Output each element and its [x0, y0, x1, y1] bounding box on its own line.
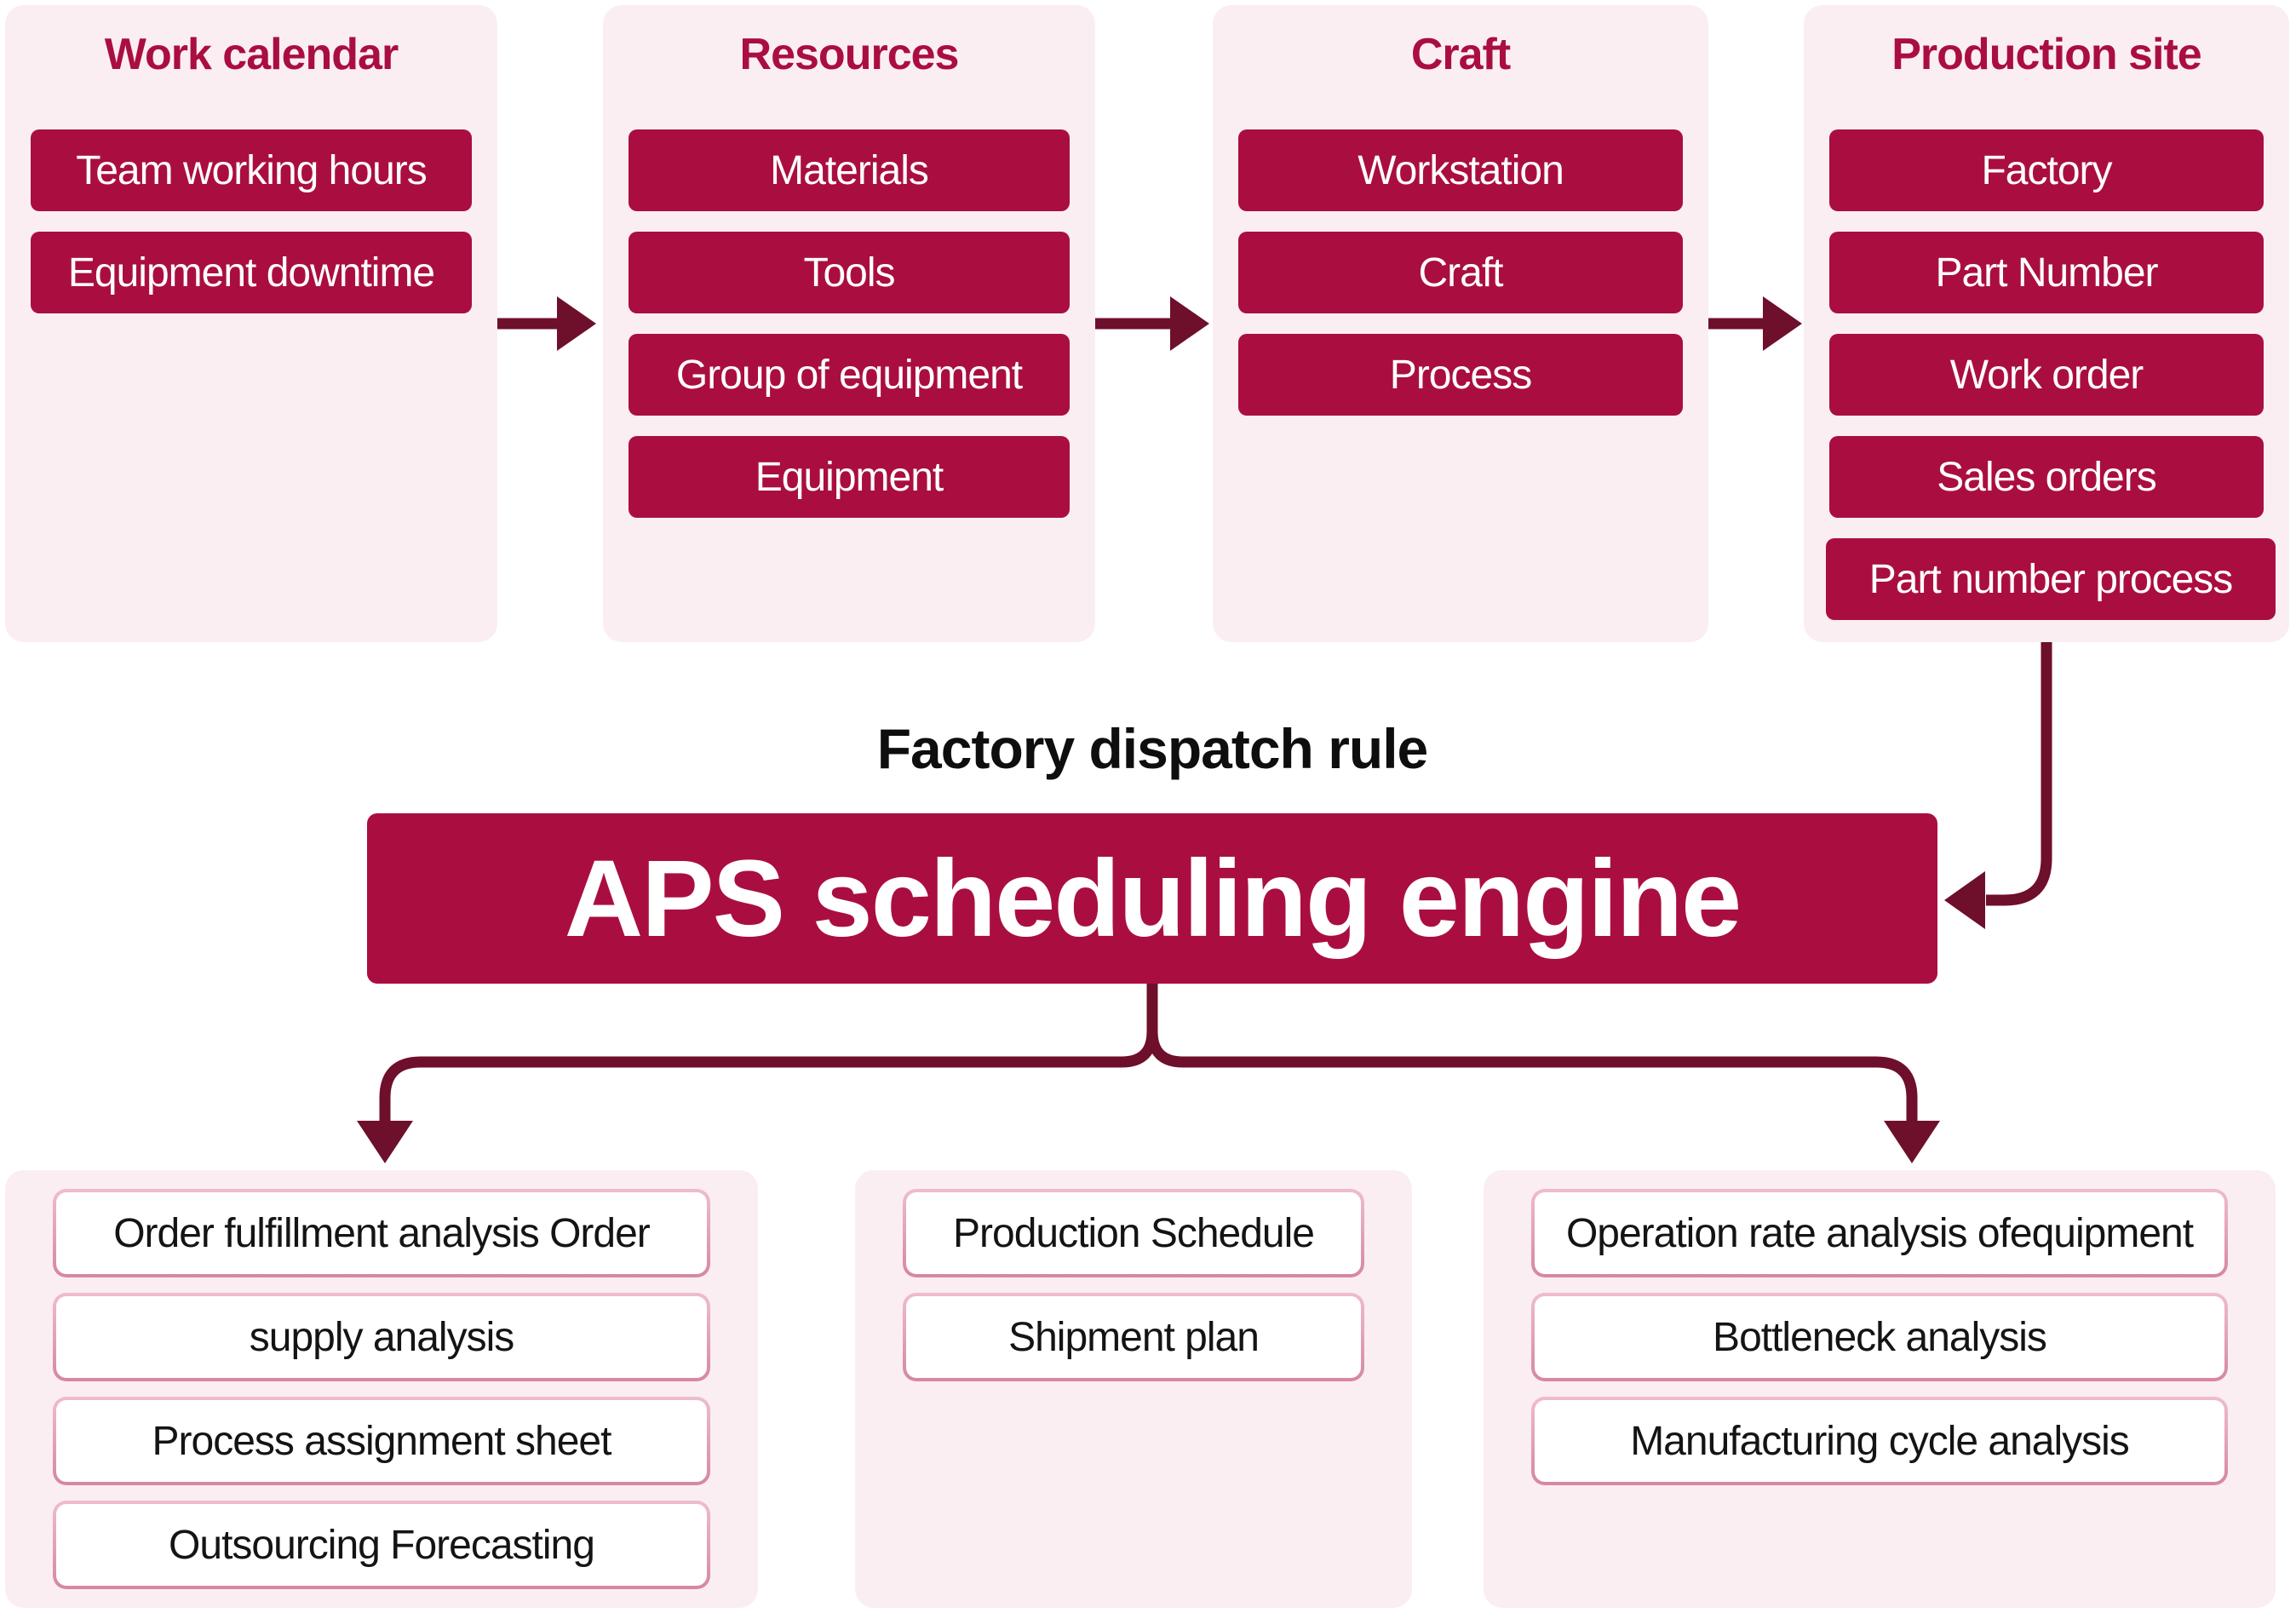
output-process-assignment-sheet: Process assignment sheet: [53, 1397, 710, 1485]
factory-dispatch-rule-label: Factory dispatch rule: [876, 717, 1429, 780]
output-label: Order fulfillment analysis Order: [56, 1192, 707, 1274]
panel-title-resources: Resources: [739, 30, 960, 79]
panel-production-site: Production site Factory Part Number Work…: [1804, 5, 2289, 642]
panel-craft: Craft Workstation Craft Process: [1213, 5, 1708, 642]
panel-work-calendar: Work calendar Team working hours Equipme…: [5, 5, 497, 642]
output-label: Shipment plan: [906, 1296, 1361, 1378]
output-production-schedule: Production Schedule: [903, 1189, 1364, 1277]
output-order-fulfillment-analysis: Order fulfillment analysis Order: [53, 1189, 710, 1277]
arrowhead-left-engine: [1944, 871, 1985, 929]
node-equipment: Equipment: [629, 436, 1070, 518]
output-label: Bottleneck analysis: [1535, 1296, 2224, 1378]
node-factory: Factory: [1829, 129, 2264, 211]
panel-outputs-center: Production Schedule Shipment plan: [855, 1170, 1412, 1608]
aps-scheduling-engine: APS scheduling engine: [367, 813, 1937, 984]
node-part-number: Part Number: [1829, 232, 2264, 313]
node-process: Process: [1238, 334, 1683, 416]
output-label: Operation rate analysis ofequipment: [1535, 1192, 2224, 1274]
node-equipment-downtime: Equipment downtime: [31, 232, 472, 313]
panel-outputs-left: Order fulfillment analysis Order supply …: [5, 1170, 758, 1608]
engine-branch-left: [379, 979, 1158, 1122]
panel-outputs-right: Operation rate analysis ofequipment Bott…: [1484, 1170, 2276, 1608]
node-work-order: Work order: [1829, 334, 2264, 416]
panel-title-production-site: Production site: [1891, 30, 2201, 79]
arrowhead-right-1: [557, 296, 596, 351]
output-operation-rate-analysis: Operation rate analysis ofequipment: [1531, 1189, 2228, 1277]
output-label: Outsourcing Forecasting: [56, 1504, 707, 1586]
output-label: Process assignment sheet: [56, 1400, 707, 1482]
node-tools: Tools: [629, 232, 1070, 313]
node-materials: Materials: [629, 129, 1070, 211]
node-team-working-hours: Team working hours: [31, 129, 472, 211]
engine-branch-right: [1146, 1030, 1918, 1122]
arrowhead-right-3: [1763, 296, 1802, 351]
node-sales-orders: Sales orders: [1829, 436, 2264, 518]
output-label: supply analysis: [56, 1296, 707, 1378]
output-label: Manufacturing cycle analysis: [1535, 1400, 2224, 1482]
output-label: Production Schedule: [906, 1192, 1361, 1274]
node-craft: Craft: [1238, 232, 1683, 313]
panel-resources: Resources Materials Tools Group of equip…: [603, 5, 1095, 642]
output-shipment-plan: Shipment plan: [903, 1293, 1364, 1381]
panel-title-craft: Craft: [1410, 30, 1511, 79]
output-supply-analysis: supply analysis: [53, 1293, 710, 1381]
arrow-production-site-to-engine: [1986, 641, 2052, 906]
arrowhead-right-2: [1170, 296, 1209, 351]
output-outsourcing-forecasting: Outsourcing Forecasting: [53, 1501, 710, 1589]
panel-title-work-calendar: Work calendar: [104, 30, 399, 79]
node-part-number-process: Part number process: [1826, 538, 2276, 620]
arrowhead-down-right: [1884, 1121, 1940, 1163]
node-workstation: Workstation: [1238, 129, 1683, 211]
node-group-of-equipment: Group of equipment: [629, 334, 1070, 416]
arrowhead-down-left: [357, 1121, 413, 1163]
output-manufacturing-cycle-analysis: Manufacturing cycle analysis: [1531, 1397, 2228, 1485]
output-bottleneck-analysis: Bottleneck analysis: [1531, 1293, 2228, 1381]
